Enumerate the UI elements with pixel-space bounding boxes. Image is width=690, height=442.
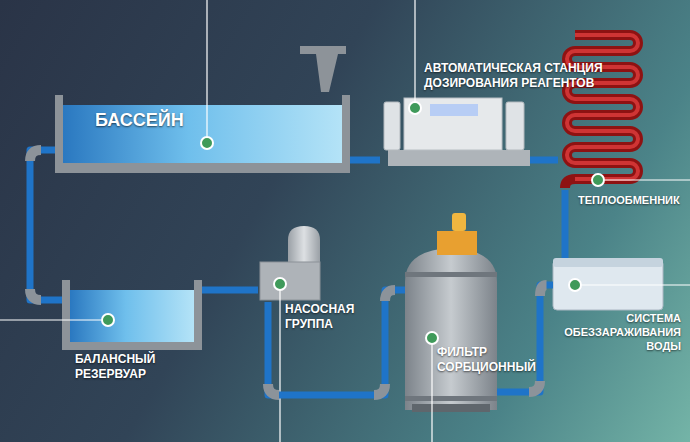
pool-wall	[342, 95, 350, 173]
filter-drawing	[405, 213, 497, 412]
station-cabinet	[404, 98, 502, 150]
heat-coil	[565, 35, 638, 188]
marker-dot	[409, 102, 421, 114]
reagent-tank	[384, 102, 400, 150]
pipe-elbow	[30, 150, 41, 161]
pipe-elbow	[385, 290, 395, 301]
filter-band	[405, 396, 497, 401]
leader-line	[206, 0, 207, 136]
pool-node: БАССЕЙН	[55, 95, 350, 173]
reagent-tank	[506, 102, 524, 150]
water-pipe	[497, 285, 553, 392]
component-label: ФИЛЬТР СОРБЦИОННЫЙ	[437, 345, 536, 375]
pipe-elbow	[529, 381, 540, 392]
marker-dot	[201, 137, 213, 149]
component-label: АВТОМАТИЧЕСКАЯ СТАНЦИЯ ДОЗИРОВАНИЯ РЕАГЕ…	[424, 61, 634, 91]
balance-tank-node: БАЛАНСНЫЙ РЕЗЕРВУАР	[62, 278, 202, 350]
component-label: ТЕПЛООБМЕННИК	[578, 194, 680, 208]
heat-coil-highlight	[567, 35, 638, 179]
pool-wall	[55, 95, 63, 173]
leader-line	[431, 345, 432, 442]
leader-line	[605, 179, 690, 180]
filter-valve	[437, 231, 477, 255]
pump-body	[260, 262, 320, 300]
component-label: СИСТЕМА ОБЕЗЗАРАЖИВАНИЯ ВОДЫ	[564, 312, 681, 353]
marker-dot	[274, 278, 286, 290]
pipe-elbow	[268, 384, 279, 395]
pump-prefilter	[288, 226, 320, 262]
water-pipe	[530, 157, 558, 164]
station-display	[430, 104, 478, 116]
pipe-elbow	[540, 285, 547, 296]
heat-exchanger-drawing	[565, 35, 638, 188]
component-label: НАСОСНАЯ ГРУППА	[285, 302, 354, 332]
filter-valve-cap	[452, 213, 466, 231]
heat-exchanger-node: ТЕПЛООБМЕННИК	[558, 25, 640, 190]
pipe-elbow	[30, 289, 41, 300]
pool-drawing	[55, 46, 350, 173]
disinfection-node: СИСТЕМА ОБЕЗЗАРАЖИВАНИЯ ВОДЫ	[553, 258, 663, 310]
water-pipe	[562, 190, 569, 258]
leader-line	[582, 284, 690, 285]
disinfection-drawing	[553, 258, 663, 310]
leader-line	[0, 319, 101, 320]
component-label: БАССЕЙН	[95, 109, 184, 132]
disinfection-lid	[553, 258, 663, 267]
pool-floor	[55, 163, 350, 173]
dosing-station-node: АВТОМАТИЧЕСКАЯ СТАНЦИЯ ДОЗИРОВАНИЯ РЕАГЕ…	[380, 95, 530, 170]
marker-dot	[569, 279, 581, 291]
tank-water	[70, 290, 194, 342]
filter-node: ФИЛЬТР СОРБЦИОННЫЙ	[405, 212, 497, 412]
water-pipe	[202, 287, 258, 294]
filter-base	[412, 404, 490, 412]
pool-water	[63, 105, 342, 163]
marker-dots	[102, 102, 604, 344]
water-pipe	[350, 157, 380, 164]
pump-node: НАСОСНАЯ ГРУППА	[258, 222, 322, 302]
marker-dot	[102, 314, 114, 326]
pump-drawing	[260, 226, 320, 300]
filter-band	[405, 272, 497, 277]
tank-wall	[62, 280, 70, 350]
filter-body	[405, 248, 497, 410]
tank-wall	[194, 280, 202, 350]
hopper	[300, 46, 346, 92]
balance-tank-drawing	[62, 280, 202, 350]
leader-line	[414, 0, 415, 101]
leader-line	[279, 291, 280, 442]
station-base	[388, 150, 530, 166]
marker-dot	[426, 332, 438, 344]
dosing-station-drawing	[384, 98, 530, 166]
component-label: БАЛАНСНЫЙ РЕЗЕРВУАР	[75, 352, 155, 382]
water-pipe	[268, 290, 405, 395]
tank-floor	[62, 342, 202, 350]
marker-dot	[592, 174, 604, 186]
pipe-elbow	[374, 384, 385, 395]
water-pipe	[30, 150, 62, 300]
